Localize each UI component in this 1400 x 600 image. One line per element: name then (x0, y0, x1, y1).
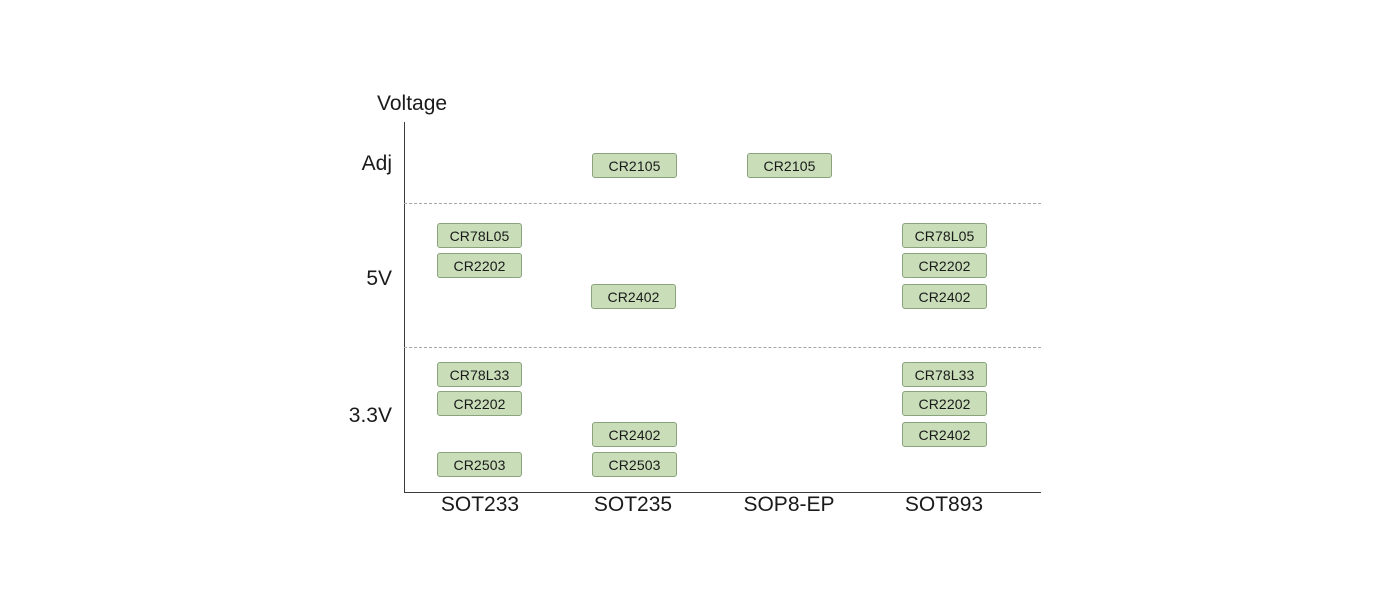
part-box[interactable]: CR2202 (902, 253, 987, 278)
part-box[interactable]: CR2402 (902, 284, 987, 309)
y-tick-label-adj: Adj (361, 152, 392, 175)
part-box[interactable]: CR78L05 (902, 223, 987, 248)
part-box[interactable]: CR78L05 (437, 223, 522, 248)
x-tick-label-sot893: SOT893 (904, 493, 984, 516)
band-divider-adj-5v (404, 203, 1041, 204)
y-axis-line (404, 122, 405, 493)
part-box[interactable]: CR78L33 (437, 362, 522, 387)
part-box[interactable]: CR78L33 (902, 362, 987, 387)
x-tick-label-sop8-ep: SOP8-EP (743, 493, 835, 516)
part-box[interactable]: CR2202 (902, 391, 987, 416)
part-box[interactable]: CR2202 (437, 391, 522, 416)
part-box[interactable]: CR2503 (437, 452, 522, 477)
part-box[interactable]: CR2503 (592, 452, 677, 477)
part-box[interactable]: CR2402 (591, 284, 676, 309)
band-divider-5v-33v (404, 347, 1041, 348)
part-box[interactable]: CR2402 (902, 422, 987, 447)
part-box[interactable]: CR2402 (592, 422, 677, 447)
x-axis-line (404, 492, 1041, 493)
y-tick-label-5v: 5V (366, 267, 392, 290)
x-tick-label-sot233: SOT233 (440, 493, 520, 516)
part-box[interactable]: CR2202 (437, 253, 522, 278)
x-tick-label-sot235: SOT235 (593, 493, 673, 516)
part-box[interactable]: CR2105 (747, 153, 832, 178)
part-box[interactable]: CR2105 (592, 153, 677, 178)
y-axis-title: Voltage (377, 92, 448, 115)
y-tick-label-33v: 3.3V (348, 404, 392, 427)
